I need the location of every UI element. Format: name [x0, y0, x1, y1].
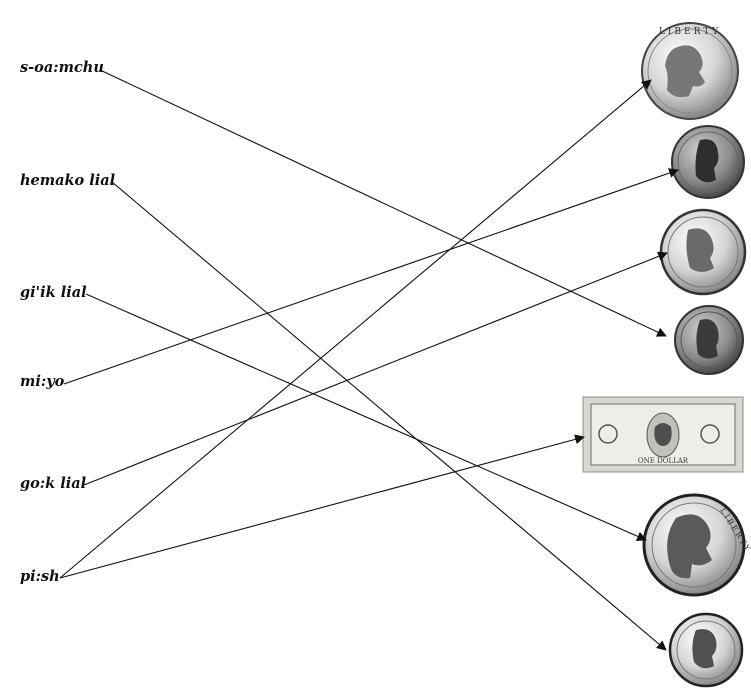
quarter-coin-icon	[659, 208, 747, 296]
term-label: mi:yo	[20, 373, 65, 390]
match-arrow	[111, 181, 667, 651]
bill-caption: ONE DOLLAR	[638, 457, 689, 465]
term-label: go:k lial	[20, 475, 87, 492]
one-dollar-bill-icon: ONE DOLLAR	[582, 396, 744, 473]
term-label: gi'ik lial	[20, 284, 87, 301]
eisenhower-dollar-coin-icon: LIBERTY	[641, 22, 739, 120]
dime-coin-icon	[668, 612, 744, 688]
match-arrow	[83, 251, 668, 486]
match-arrow	[85, 293, 647, 541]
term-label: hemako lial	[20, 172, 116, 189]
term-label: s-oa:mchu	[20, 59, 104, 76]
match-arrow	[63, 168, 679, 385]
nickel-coin-icon	[671, 125, 745, 199]
penny-coin-icon	[674, 305, 744, 375]
coin-caption: LIBERTY	[659, 27, 721, 37]
half-dollar-coin-icon: LIBERTY	[642, 493, 751, 597]
match-arrow	[99, 69, 667, 337]
term-label: pi:sh	[20, 568, 60, 585]
match-arrow	[59, 434, 585, 579]
match-arrow	[59, 79, 652, 579]
